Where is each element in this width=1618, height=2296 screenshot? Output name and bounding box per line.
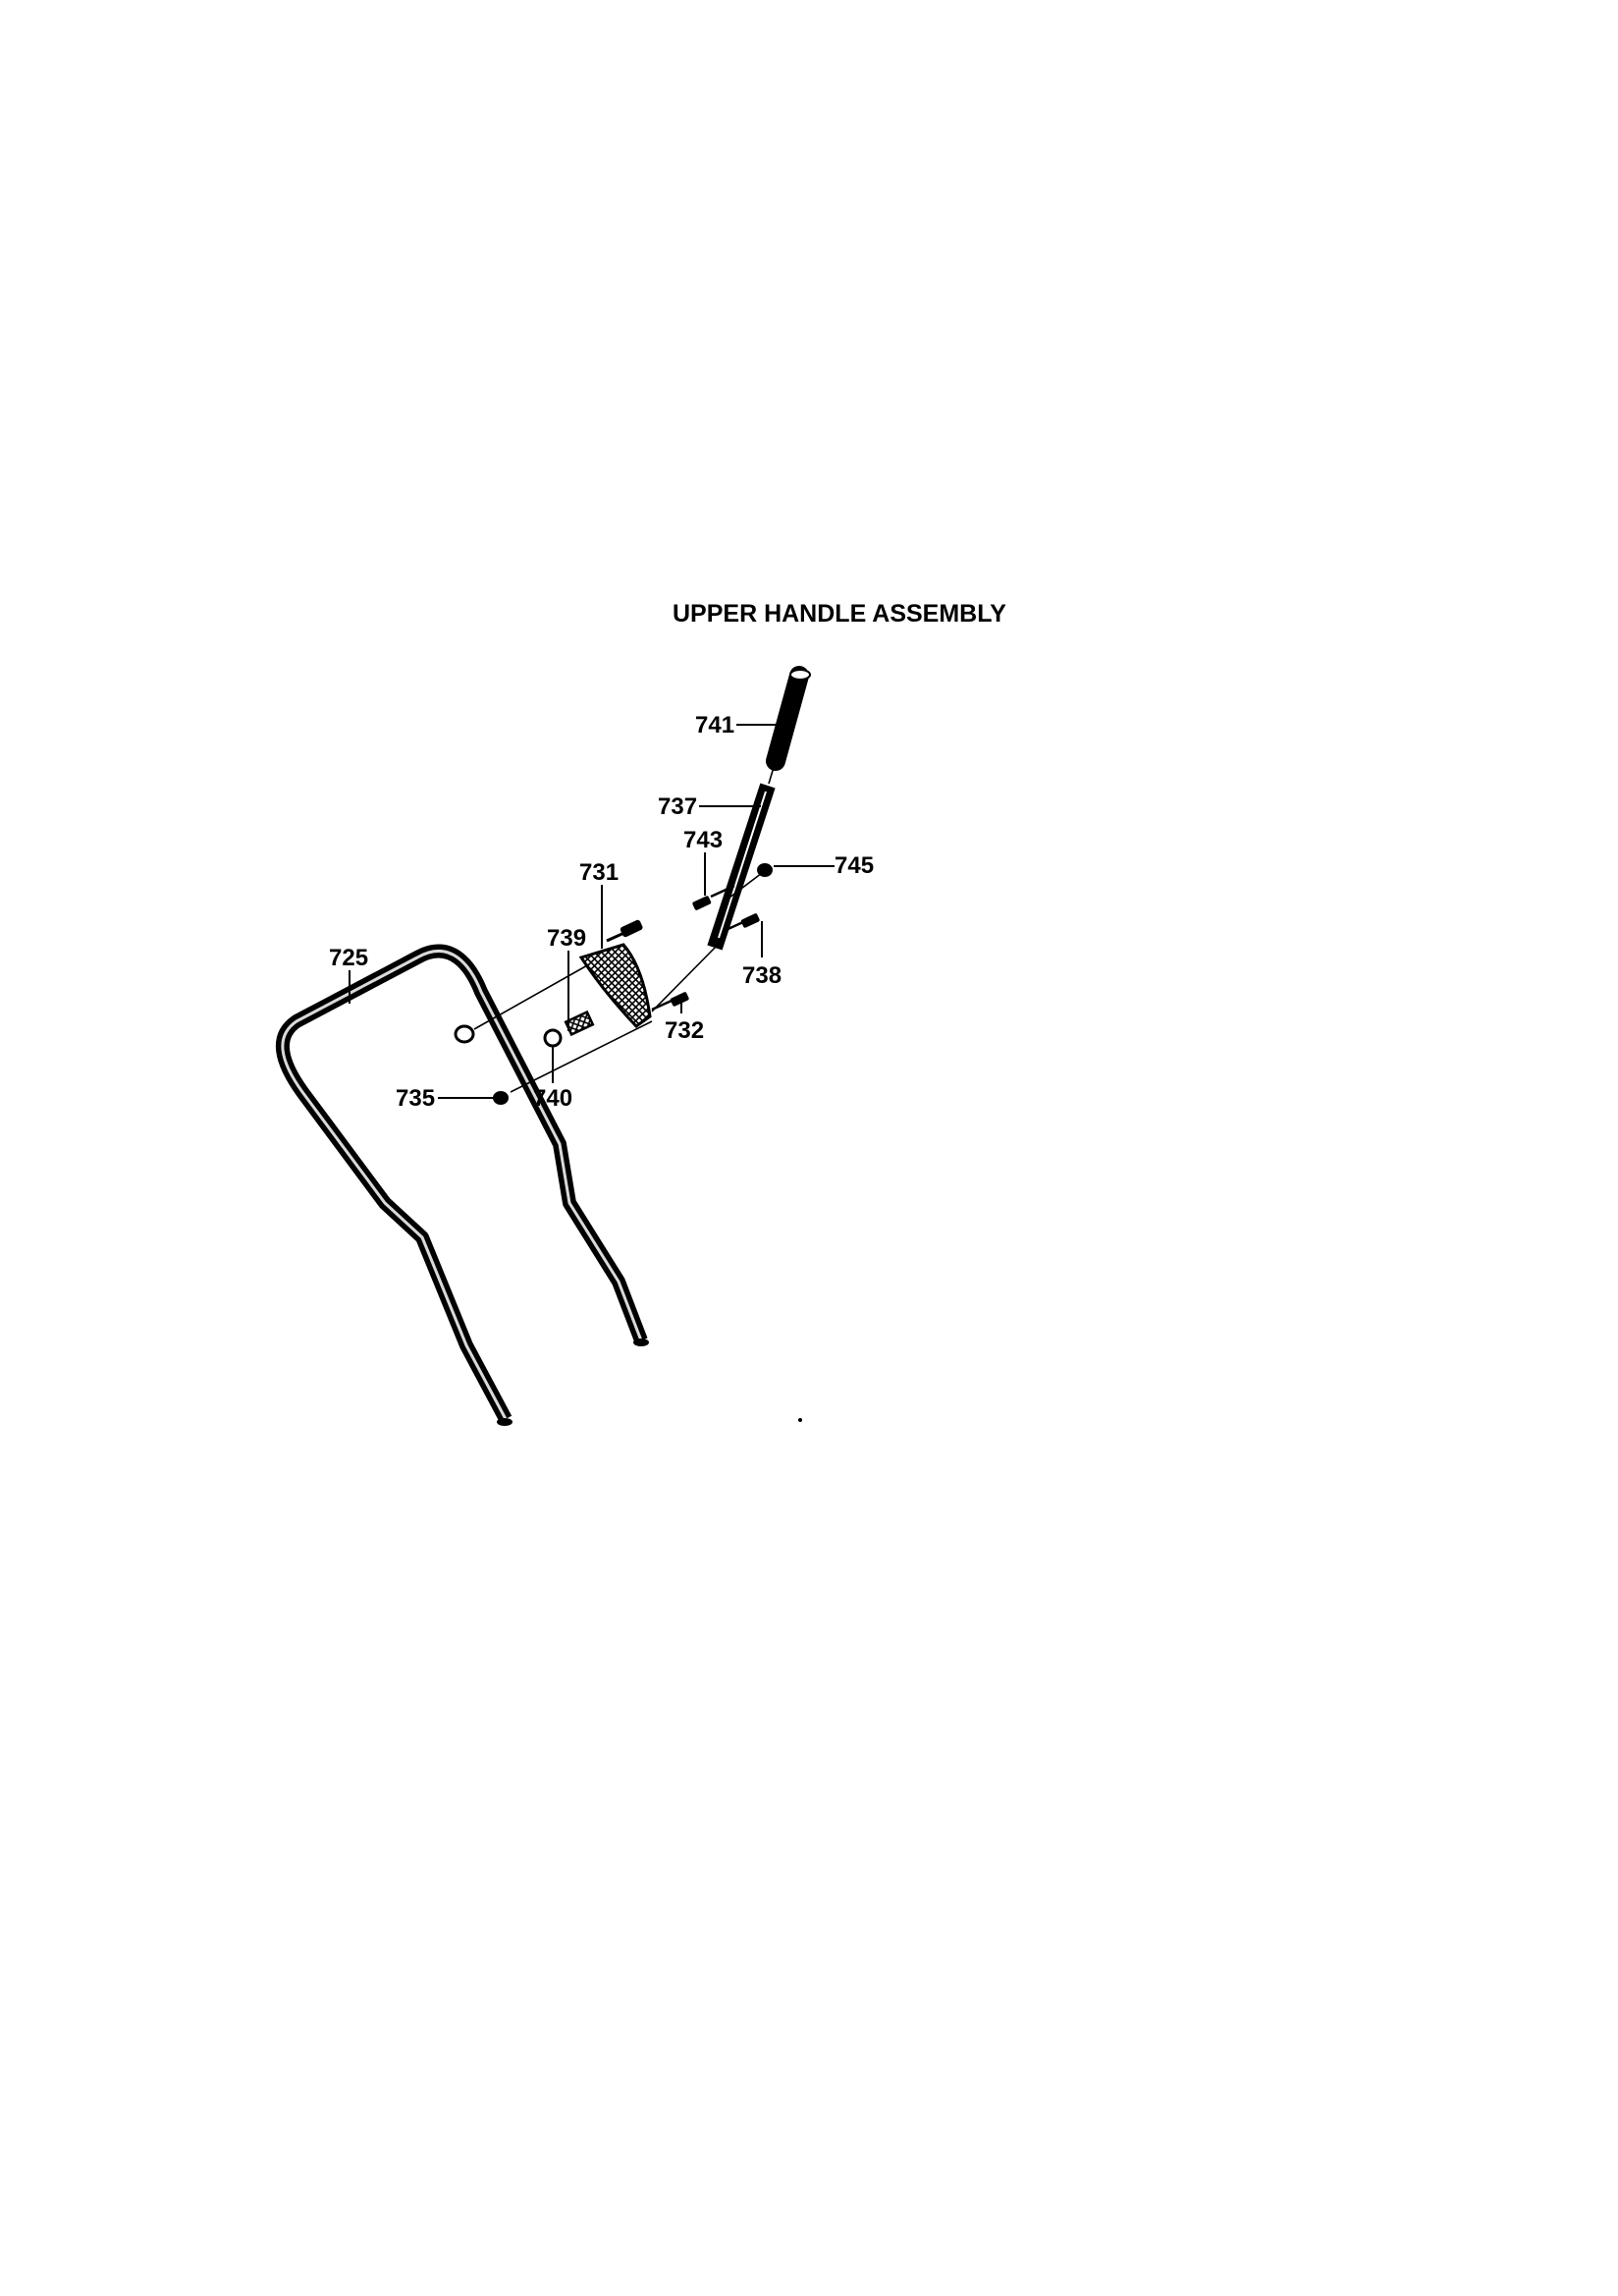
callout-732: 732 xyxy=(665,1002,704,1044)
nut-735 xyxy=(493,1091,509,1105)
washer-left xyxy=(454,1024,475,1044)
callout-745: 745 xyxy=(774,852,874,879)
washer-740 xyxy=(543,1028,563,1048)
callout-738: 738 xyxy=(742,921,782,989)
screw-743 xyxy=(692,884,735,910)
svg-text:739: 739 xyxy=(547,925,586,952)
upper-handle-725 xyxy=(275,944,649,1426)
assembly-lines xyxy=(473,872,763,1093)
svg-text:738: 738 xyxy=(742,962,782,989)
callout-725: 725 xyxy=(329,945,368,1004)
callout-741: 741 xyxy=(695,712,780,738)
callout-735: 735 xyxy=(396,1085,494,1112)
callout-743: 743 xyxy=(683,827,723,896)
screw-738 xyxy=(723,913,760,933)
svg-text:735: 735 xyxy=(396,1085,435,1112)
svg-text:743: 743 xyxy=(683,827,723,853)
handle-tube-737 xyxy=(707,763,776,951)
svg-text:731: 731 xyxy=(579,859,619,886)
callout-731: 731 xyxy=(579,859,619,949)
svg-text:740: 740 xyxy=(533,1085,572,1112)
svg-text:725: 725 xyxy=(329,945,368,971)
callout-737: 737 xyxy=(658,793,761,820)
grip-741 xyxy=(766,666,811,771)
callout-739: 739 xyxy=(547,925,586,1031)
callout-740: 740 xyxy=(533,1047,572,1112)
svg-text:745: 745 xyxy=(835,852,874,879)
diagram-title: UPPER HANDLE ASSEMBLY xyxy=(673,600,1006,628)
svg-text:741: 741 xyxy=(695,712,734,738)
spring-740 xyxy=(564,1010,595,1037)
scan-speck xyxy=(798,1418,802,1422)
panel-731 xyxy=(578,943,652,1028)
svg-text:732: 732 xyxy=(665,1017,704,1044)
bolt-739 xyxy=(606,919,643,943)
svg-text:737: 737 xyxy=(658,793,697,820)
